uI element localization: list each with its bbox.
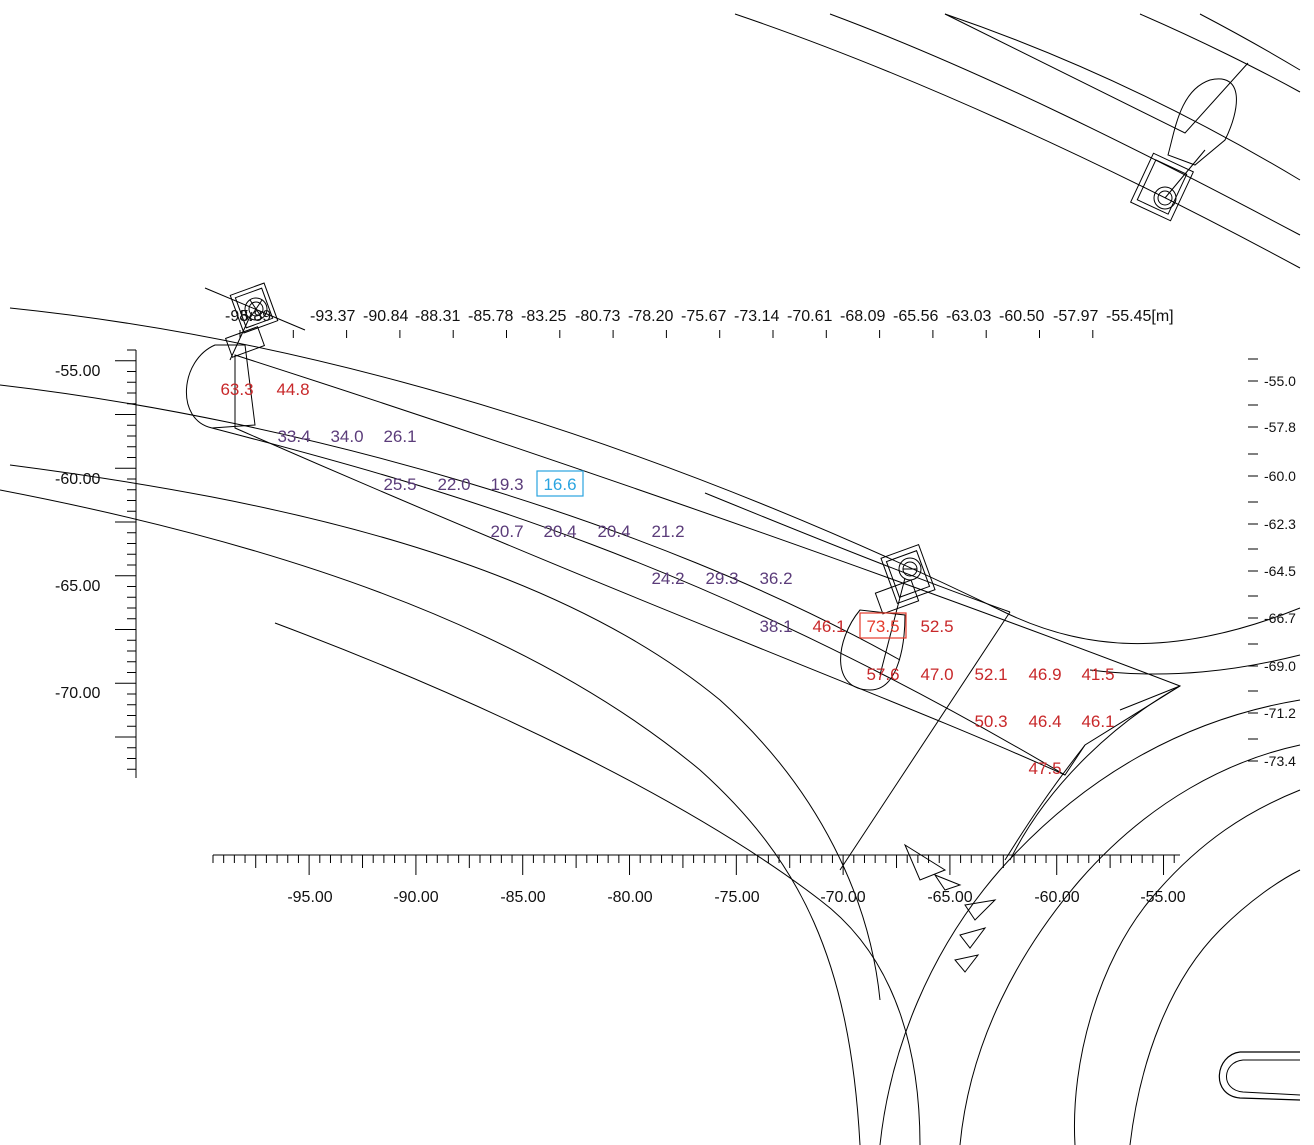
illuminance-value: 46.9 [1028, 665, 1061, 684]
illuminance-value: 46.1 [1081, 712, 1114, 731]
illuminance-value: 22.0 [437, 475, 470, 494]
top-axis-label: -90.84 [363, 308, 408, 325]
road-linework [0, 13, 1301, 1145]
left-axis: -55.00 -60.00 -65.00 -70.00 [55, 349, 137, 778]
illuminance-value: 52.1 [974, 665, 1007, 684]
luminaire-upper-right [1129, 78, 1237, 222]
illuminance-value: 46.1 [812, 617, 845, 636]
top-axis-label: -83.25 [521, 308, 566, 325]
illuminance-value: 46.4 [1028, 712, 1061, 731]
illuminance-value: 21.2 [651, 522, 684, 541]
luminaire-left [186, 282, 306, 429]
top-axis-label: -70.61 [787, 308, 832, 325]
top-axis-label: -75.67 [681, 308, 726, 325]
illuminance-value: 50.3 [974, 712, 1007, 731]
top-axis-label: -65.56 [893, 308, 938, 325]
illuminance-value: 41.5 [1081, 665, 1114, 684]
max-value-box [859, 612, 907, 639]
bottom-axis-label: -80.00 [607, 889, 652, 906]
top-axis-label: -63.03 [946, 308, 991, 325]
right-axis-label: -73.4 [1264, 753, 1296, 769]
illuminance-value: 20.4 [543, 522, 576, 541]
left-axis-label: -60.00 [55, 471, 100, 488]
top-axis-label: -98. [225, 308, 253, 325]
left-axis-label: -55.00 [55, 363, 100, 380]
bottom-axis-label: -90.00 [393, 889, 438, 906]
illuminance-value: 19.3 [490, 475, 523, 494]
top-axis-label: -57.97 [1053, 308, 1098, 325]
illuminance-value: 38.1 [759, 617, 792, 636]
right-axis-label: -71.2 [1264, 705, 1296, 721]
bottom-axis-label: -65.00 [927, 889, 972, 906]
right-axis: -55.0 -57.8 -60.0 -62.3 -64.5 -66.7 -69.0 -71.2… [1248, 358, 1296, 769]
illuminance-value: 36.2 [759, 569, 792, 588]
illuminance-value: 34.0 [330, 427, 363, 446]
illuminance-value: 57.6 [866, 665, 899, 684]
top-axis-label: -88.31 [415, 308, 460, 325]
illuminance-value: 20.7 [490, 522, 523, 541]
right-axis-label: -69.0 [1264, 658, 1296, 674]
top-axis-label: -78.20 [628, 308, 673, 325]
top-axis-label: -93.37 [310, 308, 355, 325]
illuminance-value: 26.1 [383, 427, 416, 446]
illuminance-value: 24.2 [651, 569, 684, 588]
calculation-area [211, 354, 1182, 776]
top-axis-label: -60.50 [999, 308, 1044, 325]
illuminance-values: 63.3 44.8 33.4 34.0 26.1 25.5 22.0 19.3 16.6 20.7… [220, 380, 1114, 778]
illuminance-value: 73.5 [866, 617, 899, 636]
bottom-axis-label: -85.00 [500, 889, 545, 906]
illuminance-value: 25.5 [383, 475, 416, 494]
illuminance-value: 29.3 [705, 569, 738, 588]
bottom-axis: -95.00 -90.00 -85.00 -80.00 -75.00 -70.00 -65.… [212, 854, 1186, 906]
bottom-axis-label: -60.00 [1034, 889, 1079, 906]
bottom-axis-label: -95.00 [287, 889, 332, 906]
right-axis-label: -57.8 [1264, 419, 1296, 435]
right-axis-label: -66.7 [1264, 610, 1296, 626]
luminaire-middle [840, 543, 936, 691]
top-axis-label: -85.78 [468, 308, 513, 325]
illuminance-value: 63.3 [220, 380, 253, 399]
right-axis-label: -62.3 [1264, 516, 1296, 532]
right-axis-label: -55.0 [1264, 373, 1296, 389]
bottom-axis-label: -55.00 [1140, 889, 1185, 906]
top-axis-label: -73.14 [734, 308, 779, 325]
bottom-axis-label: -70.00 [820, 889, 865, 906]
left-axis-label: -70.00 [55, 685, 100, 702]
illuminance-value: 33.4 [277, 427, 310, 446]
illuminance-value: 47.0 [920, 665, 953, 684]
illuminance-value: 47.5 [1028, 759, 1061, 778]
top-axis-label: -80.73 [575, 308, 620, 325]
bottom-axis-label: -75.00 [714, 889, 759, 906]
illuminance-value: 20.4 [597, 522, 630, 541]
right-axis-label: -60.0 [1264, 468, 1296, 484]
right-axis-label: -64.5 [1264, 563, 1296, 579]
illuminance-value: 44.8 [276, 380, 309, 399]
top-axis-label: -68.09 [840, 308, 885, 325]
top-axis-label: 5.89 [240, 308, 271, 325]
illuminance-value: 52.5 [920, 617, 953, 636]
top-axis-label: -55.45[m] [1106, 308, 1174, 325]
top-axis: -98.5.89 -93.37 -90.84 -88.31 -85.78 -83.25 -8… [225, 308, 1174, 338]
min-value-box [536, 470, 584, 497]
illuminance-value: 16.6 [543, 475, 576, 494]
left-axis-label: -65.00 [55, 578, 100, 595]
